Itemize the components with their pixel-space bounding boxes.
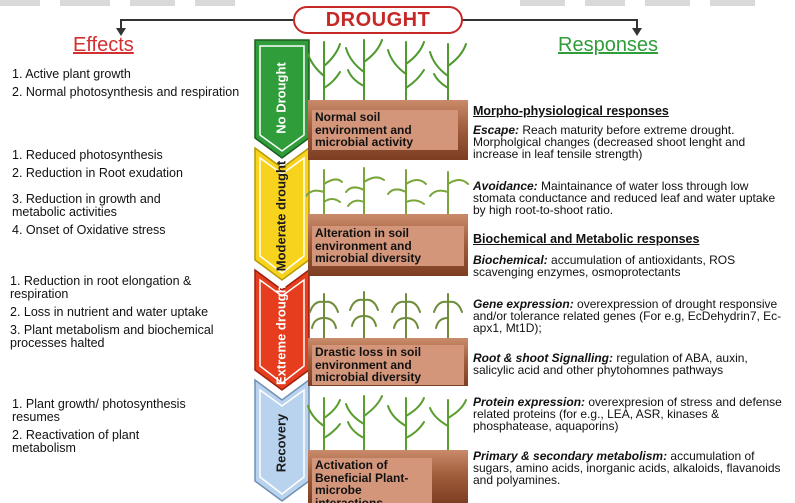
effect-item: 3. Plant metabolism and biochemical proc…: [10, 323, 214, 350]
response-text: accumulation of sugars, amino acids, ino…: [473, 449, 781, 488]
response-metabolism: Primary & secondary metabolism: accumula…: [473, 450, 791, 487]
effect-item: 2. Loss in nutrient and water uptake: [10, 305, 209, 319]
plants-healthy-icon: [307, 39, 467, 102]
effect-item: 1. Plant growth/ photosynthesis resumes: [12, 397, 186, 424]
effect-item: 1. Reduction in root elongation & respir…: [10, 274, 192, 301]
chevron-moderate-drought: Moderate drought: [254, 146, 310, 281]
left-arrow-icon: [116, 28, 126, 36]
responses-heading: Responses: [558, 34, 659, 56]
response-text: regulation of ABA, auxin, salicylic acid…: [473, 351, 748, 378]
response-term: Protein expression:: [473, 395, 586, 409]
stage-chevrons: No Drought Moderate drought Extreme drou…: [254, 39, 310, 502]
chevron-recovery: Recovery: [254, 378, 310, 502]
response-escape: Escape: Reach maturity before extreme dr…: [473, 124, 791, 161]
right-connector-drop: [636, 19, 638, 29]
soil-label-recovery: Activation of Beneficial Plant-microbe i…: [312, 458, 432, 503]
effect-item: 4. Onset of Oxidative stress: [12, 223, 166, 237]
morpho-heading: Morpho-physiological responses: [473, 104, 669, 118]
response-term: Root & shoot Signalling:: [473, 351, 613, 365]
response-term: Primary & secondary metabolism:: [473, 449, 668, 463]
response-gene-expression: Gene expression: overexpression of droug…: [473, 298, 791, 335]
response-avoidance: Avoidance: Maintainance of water loss th…: [473, 180, 791, 217]
stage-label-extreme-drought: Extreme drought: [273, 280, 288, 385]
biochem-heading: Biochemical and Metabolic responses: [473, 232, 700, 246]
right-arrow-icon: [632, 28, 642, 36]
effects-no-drought: 1. Active plant growth 2. Normal photosy…: [12, 68, 244, 104]
effect-item: 1. Reduced photosynthesis: [12, 148, 163, 162]
response-term: Biochemical:: [473, 253, 548, 267]
chevron-extreme-drought: Extreme drought: [254, 268, 310, 391]
stage-label-recovery: Recovery: [273, 413, 288, 472]
effects-heading: Effects: [73, 34, 134, 56]
response-text: accumulation of antioxidants, ROS scaven…: [473, 253, 736, 280]
plants-wilted-icon: [309, 291, 463, 340]
effect-item: 2. Normal photosynthesis and respiration: [12, 85, 240, 99]
response-term: Gene expression:: [473, 297, 574, 311]
stage-label-no-drought: No Drought: [273, 62, 288, 134]
response-term: Avoidance:: [473, 179, 538, 193]
response-biochemical: Biochemical: accumulation of antioxidant…: [473, 254, 791, 278]
effects-moderate-drought: 1. Reduced photosynthesis 2. Reduction i…: [12, 149, 244, 242]
soil-label-extreme: Drastic loss in soil environment and mic…: [312, 345, 464, 385]
left-connector-line: [121, 19, 295, 21]
response-signalling: Root & shoot Signalling: regulation of A…: [473, 352, 791, 376]
right-connector-line: [461, 19, 638, 21]
response-term: Escape:: [473, 123, 520, 137]
left-connector-drop: [120, 19, 122, 29]
top-border-strip: [0, 0, 795, 8]
response-text: overexpresion of stress and defense rela…: [473, 395, 782, 434]
chevron-no-drought: No Drought: [254, 39, 310, 159]
plants-moderate-icon: [306, 167, 469, 216]
effect-item: 2. Reactivation of plant metabolism: [12, 428, 140, 455]
soil-label-no-drought: Normal soil environment and microbial ac…: [312, 110, 458, 150]
effects-extreme-drought: 1. Reduction in root elongation & respir…: [10, 275, 248, 355]
stage-label-moderate-drought: Moderate drought: [273, 160, 288, 271]
effect-item: 3. Reduction in growth and metabolic act…: [12, 192, 161, 219]
title-drought: DROUGHT: [293, 6, 463, 34]
effect-item: 1. Active plant growth: [12, 67, 131, 81]
soil-label-moderate: Alteration in soil environment and micro…: [312, 226, 464, 266]
plants-recovery-icon: [307, 395, 467, 450]
effect-item: 2. Reduction in Root exudation: [12, 166, 183, 180]
response-text: Maintainance of water loss through low s…: [473, 179, 776, 218]
response-protein-expression: Protein expression: overexpresion of str…: [473, 396, 791, 433]
response-text: overexpression of drought responsive and…: [473, 297, 782, 336]
effects-recovery: 1. Plant growth/ photosynthesis resumes …: [12, 398, 224, 460]
response-text: Reach maturity before extreme drought. M…: [473, 123, 746, 162]
